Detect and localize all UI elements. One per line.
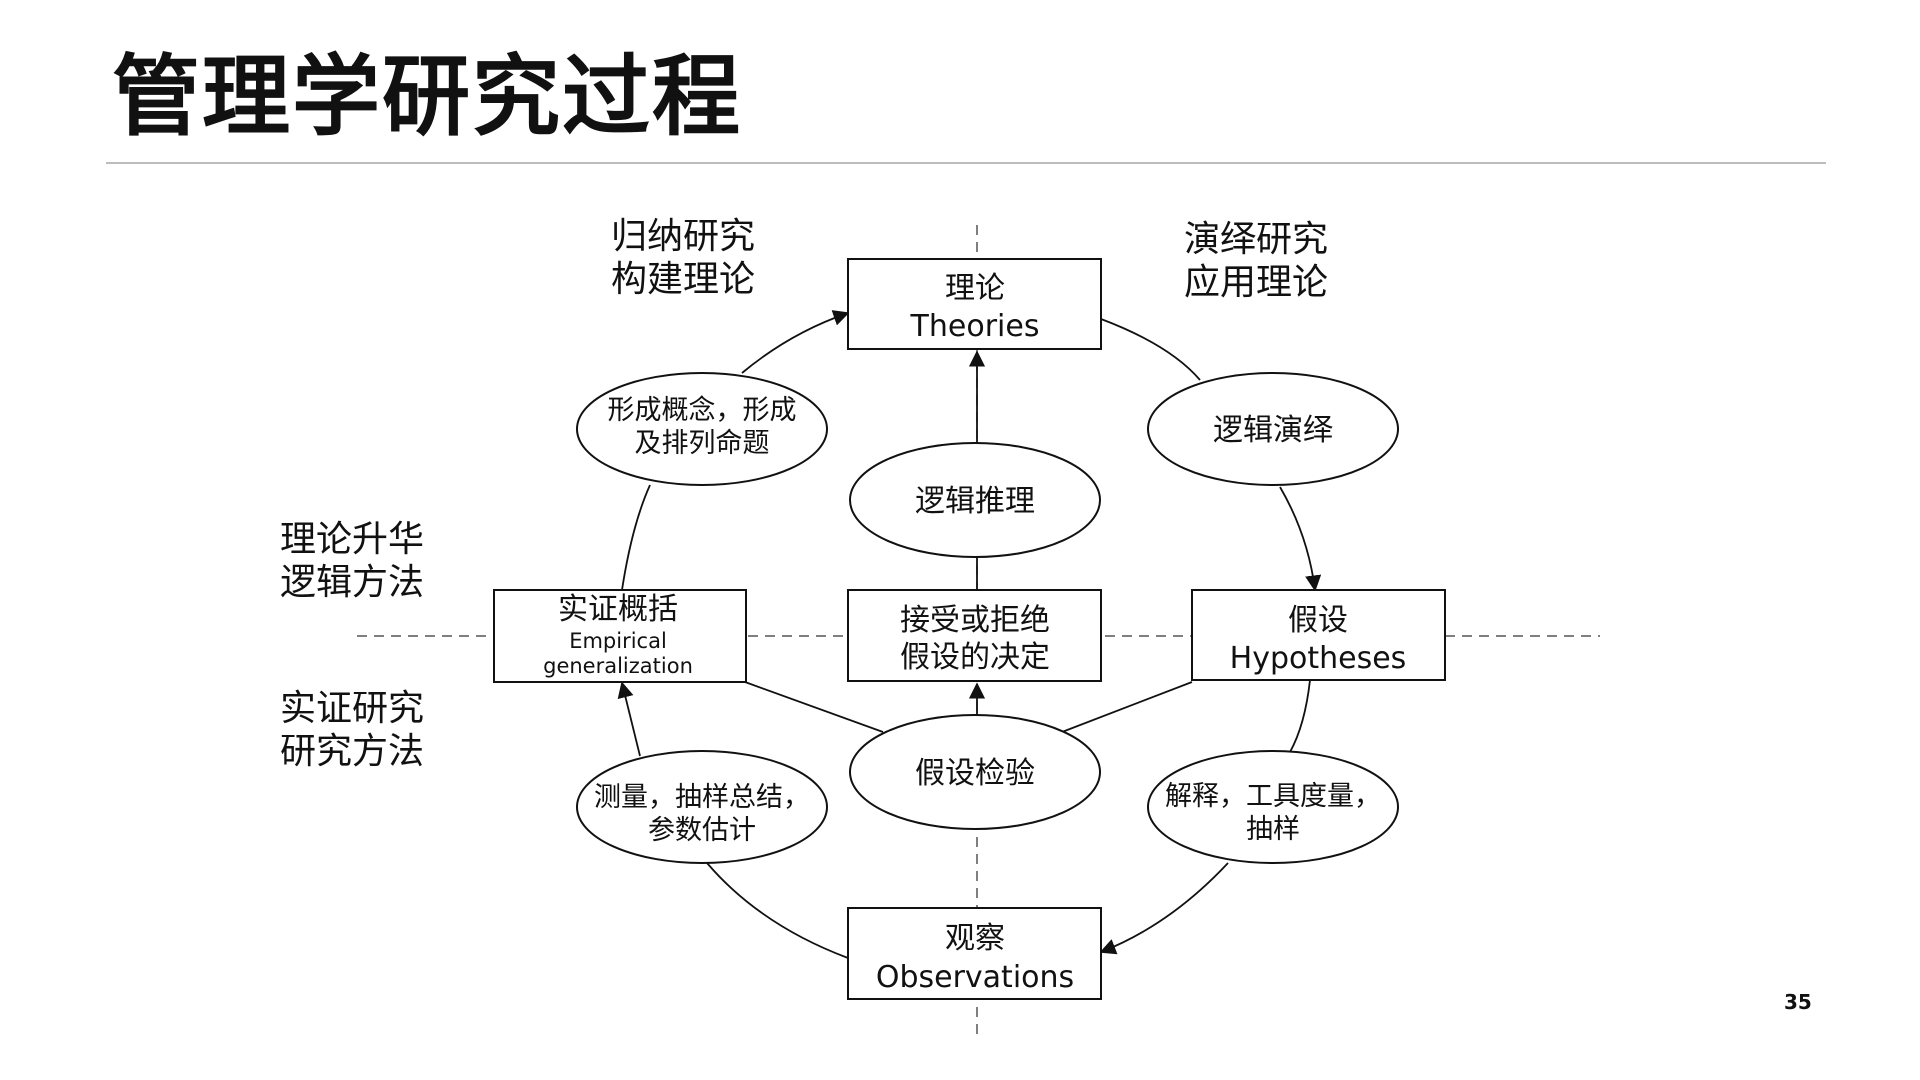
line-empirical-to-concepts [621, 484, 651, 591]
arrow-to-empirical [617, 681, 641, 757]
ellipse-measurement-right-line1: 解释，工具度量， [1165, 781, 1381, 812]
ellipse-inference: 逻辑推理 [849, 442, 1101, 558]
line-observations-to-measurement [706, 862, 849, 959]
ellipse-measurement-left-line2: 参数估计 [648, 815, 756, 846]
box-empirical-zh: 实证概括 [558, 592, 678, 627]
box-theories: 理论 Theories [847, 258, 1102, 350]
box-hypotheses-en: Hypotheses [1230, 641, 1407, 676]
label-empirical-method-line2: 研究方法 [280, 731, 424, 772]
ellipse-measurement-left-line1: 测量，抽样总结， [594, 782, 810, 813]
label-inductive-line1: 归纳研究 [611, 216, 755, 257]
box-theories-zh: 理论 [945, 271, 1005, 306]
ellipse-concepts: 形成概念，形成 及排列命题 [576, 372, 828, 486]
label-empirical-method-line1: 实证研究 [280, 688, 424, 729]
box-decision: 接受或拒绝 假设的决定 [847, 589, 1102, 682]
box-observations: 观察 Observations [847, 907, 1102, 1000]
box-decision-line2: 假设的决定 [900, 640, 1050, 675]
ellipse-concepts-line2: 及排列命题 [635, 428, 770, 459]
ellipse-deduction: 逻辑演绎 [1147, 372, 1399, 486]
page-number: 35 [1784, 990, 1812, 1014]
label-theory-logic-line2: 逻辑方法 [280, 562, 424, 603]
label-theory-logic-line1: 理论升华 [280, 519, 424, 560]
ellipse-testing: 假设检验 [849, 714, 1101, 830]
box-decision-line1: 接受或拒绝 [900, 603, 1050, 638]
box-empirical-en-1: Empirical [569, 629, 667, 653]
slide-title: 管理学研究过程 [112, 45, 743, 148]
label-deductive-line2: 应用理论 [1184, 262, 1328, 303]
box-empirical-en-2: generalization [543, 654, 693, 678]
box-observations-en: Observations [876, 960, 1074, 995]
box-observations-zh: 观察 [945, 921, 1005, 956]
label-deductive: 演绎研究 应用理论 [1184, 219, 1328, 303]
arrow-to-hypotheses [1279, 486, 1322, 592]
label-inductive-line2: 构建理论 [611, 259, 755, 300]
ellipse-testing-label: 假设检验 [915, 756, 1035, 791]
box-hypotheses: 假设 Hypotheses [1191, 589, 1446, 681]
label-empirical-method: 实证研究 研究方法 [280, 688, 424, 772]
line-testing-to-hypotheses [1061, 681, 1193, 733]
ellipse-measurement-right-line2: 抽样 [1246, 814, 1300, 845]
box-empirical-generalization: 实证概括 Empirical generalization [493, 589, 747, 683]
arrow-to-observations [1099, 862, 1229, 955]
box-theories-en: Theories [910, 309, 1040, 344]
ellipse-measurement-right: 解释，工具度量， 抽样 [1147, 750, 1399, 864]
ellipse-deduction-label: 逻辑演绎 [1213, 413, 1333, 448]
line-hypotheses-to-measurement [1289, 679, 1311, 753]
ellipse-inference-label: 逻辑推理 [915, 484, 1035, 519]
box-hypotheses-zh: 假设 [1288, 603, 1348, 638]
arrow-to-theories [741, 310, 850, 374]
title-divider [106, 162, 1826, 164]
line-theories-to-deduction [1100, 318, 1201, 381]
label-inductive: 归纳研究 构建理论 [611, 216, 755, 300]
label-theory-logic: 理论升华 逻辑方法 [280, 519, 424, 603]
ellipse-measurement-left: 测量，抽样总结， 参数估计 [576, 750, 828, 864]
line-empirical-to-testing [744, 681, 884, 733]
label-deductive-line1: 演绎研究 [1184, 219, 1328, 260]
ellipse-concepts-line1: 形成概念，形成 [608, 395, 797, 426]
